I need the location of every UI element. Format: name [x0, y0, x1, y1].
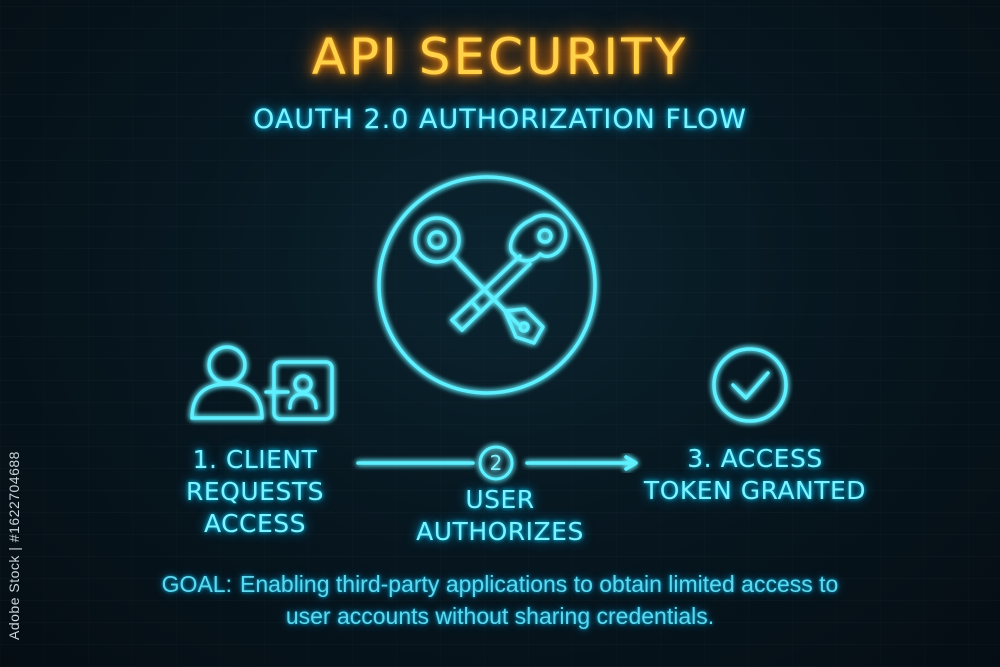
- flow-arrows: [356, 455, 638, 471]
- step-3-line-2: TOKEN GRANTED: [643, 476, 867, 505]
- step-2-line-2: AUTHORIZES: [416, 517, 584, 546]
- step-1-label: 1. CLIENT REQUESTS ACCESS: [170, 444, 340, 540]
- step-1-line-1: 1. CLIENT: [192, 445, 318, 474]
- crossed-keys-icon: [377, 175, 597, 395]
- step-3-line-1: 3. ACCESS: [687, 444, 823, 473]
- step-2-badge: 2: [478, 445, 514, 481]
- goal-statement: GOAL: Enabling third-party applications t…: [150, 568, 850, 632]
- checkmark-circle-icon: [712, 347, 788, 423]
- step-3-label: 3. ACCESS TOKEN GRANTED: [640, 443, 870, 507]
- step-1-line-2: REQUESTS: [186, 477, 324, 506]
- step-2-line-1: USER: [465, 485, 535, 514]
- page-title: API SECURITY: [311, 28, 689, 86]
- goal-text: Enabling third-party applications to obt…: [239, 571, 839, 629]
- step-1-line-3: ACCESS: [203, 509, 307, 538]
- goal-label: GOAL:: [161, 571, 232, 597]
- page-subtitle: OAUTH 2.0 AUTHORIZATION FLOW: [253, 104, 747, 135]
- key-left-icon: [413, 216, 545, 345]
- key-right-icon: [450, 213, 568, 332]
- user-id-card-icon: [190, 345, 334, 421]
- step-2-number: 2: [490, 451, 503, 475]
- step-2-label: USER AUTHORIZES: [400, 484, 600, 548]
- stock-watermark: Adobe Stock | #1622704688: [6, 451, 22, 640]
- arrow-head-right: [624, 455, 638, 471]
